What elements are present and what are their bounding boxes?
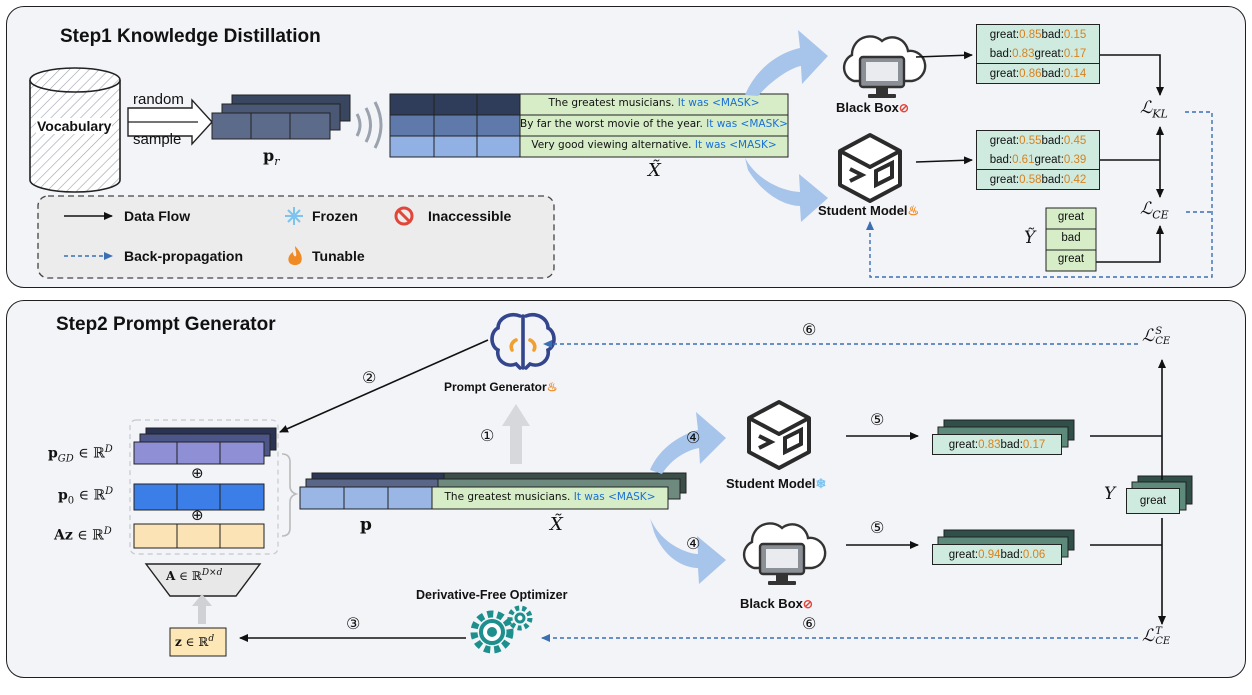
sentence-1: The greatest musicians. It was <MASK> xyxy=(548,97,760,109)
az-label: Az ∈ ℝD xyxy=(54,526,112,544)
input-grid-step1 xyxy=(389,93,789,158)
step-6-marker-a: ⑥ xyxy=(802,320,817,339)
tunable-icon: ♨ xyxy=(907,203,920,218)
tunable-icon: ♨ xyxy=(546,380,558,394)
z-label: z ∈ ℝd xyxy=(175,634,215,649)
step-6-marker-b: ⑥ xyxy=(802,614,817,633)
gray-up-arrow xyxy=(502,404,530,464)
loss-kl: ℒKL xyxy=(1140,98,1168,121)
black-box-icon-2 xyxy=(742,522,827,585)
bb-output-row-1: great:0.85 bad:0.15 xyxy=(976,24,1100,45)
label-great-2: great xyxy=(1057,253,1085,265)
prompt-embedding-pr xyxy=(211,94,351,140)
legend-box xyxy=(37,195,555,279)
label-stack xyxy=(1045,207,1097,272)
pgd-stack xyxy=(133,427,277,465)
legend-data-flow: Data Flow xyxy=(124,208,191,224)
student-model-icon-2 xyxy=(747,400,811,470)
a-matrix-label: A ∈ ℝD×d xyxy=(166,568,223,583)
legend-frozen: Frozen xyxy=(312,208,358,224)
step-5-marker-b: ⑤ xyxy=(870,518,885,537)
y-tilde-step1: Ỹ xyxy=(1024,228,1036,248)
legend-backprop: Back-propagation xyxy=(124,248,244,264)
step-5-marker-a: ⑤ xyxy=(870,410,885,429)
step-4-marker-b: ④ xyxy=(686,534,701,553)
big-arrow-to-blackbox xyxy=(745,30,828,96)
student-model-icon xyxy=(838,133,902,203)
bb-output-row-3: great:0.86 bad:0.14 xyxy=(976,64,1100,84)
sentence-3: Very good viewing alternative. It was <M… xyxy=(531,139,777,151)
sentence-2: By far the worst movie of the year. It w… xyxy=(520,118,788,130)
black-box-icon xyxy=(842,35,927,98)
x-tilde-step1: X̃ xyxy=(648,160,661,181)
signal-waves xyxy=(355,101,383,149)
prompt-generator-icon xyxy=(490,312,556,370)
x-tilde-step2: X̃ xyxy=(550,514,563,535)
black-box-label-2: Black Box⊘ xyxy=(740,596,813,611)
inaccessible-icon: ⊘ xyxy=(898,101,909,115)
a-matrix xyxy=(144,563,262,597)
student-model-label-2: Student Model❄ xyxy=(726,476,827,491)
frozen-icon xyxy=(285,207,303,225)
step1-title: Step1 Knowledge Distillation xyxy=(60,26,321,47)
pr-label: pr xyxy=(263,146,280,169)
vocabulary-cylinder xyxy=(29,67,121,193)
legend-tunable: Tunable xyxy=(312,248,365,264)
z-vector xyxy=(169,627,227,657)
y-value-box: great xyxy=(1126,488,1180,514)
student-output-row-3: great:0.58 bad:0.42 xyxy=(976,170,1100,190)
step2-title: Step2 Prompt Generator xyxy=(56,314,276,335)
p0-bar xyxy=(133,483,265,511)
y-label: Y xyxy=(1104,484,1116,504)
p0-label: p0 ∈ ℝD xyxy=(58,486,114,507)
step-3-marker: ③ xyxy=(346,614,361,633)
step-2-marker: ② xyxy=(362,368,377,387)
sample-label: sample xyxy=(133,131,182,148)
loss-ce: ℒCE xyxy=(1140,199,1169,222)
vocabulary-label: Vocabulary xyxy=(36,118,113,134)
legend-inaccessible: Inaccessible xyxy=(428,208,512,224)
random-label: random xyxy=(133,91,184,108)
plus-2: ⊕ xyxy=(191,506,204,524)
bb-output-row-2: bad:0.83 great:0.17 xyxy=(976,44,1100,64)
student-output-step2: great:0.83 bad:0.17 xyxy=(932,434,1062,455)
plus-1: ⊕ xyxy=(191,464,204,482)
prompt-generator-label: Prompt Generator♨ xyxy=(444,380,558,394)
inaccessible-icon xyxy=(394,206,414,226)
student-output-row-1: great:0.55 bad:0.45 xyxy=(976,130,1100,151)
az-bar xyxy=(133,523,265,549)
dfo-label: Derivative-Free Optimizer xyxy=(416,588,568,602)
tunable-icon xyxy=(288,246,302,265)
student-output-row-2: bad:0.61 great:0.39 xyxy=(976,150,1100,170)
student-model-label: Student Model♨ xyxy=(818,203,920,218)
step-1-marker: ① xyxy=(480,426,495,445)
label-great-1: great xyxy=(1057,211,1085,223)
frozen-icon: ❄ xyxy=(815,476,827,491)
sentence-step2: The greatest musicians. It was <MASK> xyxy=(444,491,656,503)
blackbox-output-step2: great:0.94 bad:0.06 xyxy=(932,544,1062,565)
step-4-marker-a: ④ xyxy=(686,428,701,447)
p-label-step2: p xyxy=(360,515,372,535)
optimizer-gear-icon xyxy=(470,610,514,654)
black-box-label: Black Box⊘ xyxy=(836,100,909,115)
label-bad: bad xyxy=(1061,232,1081,244)
p-stack xyxy=(299,472,687,510)
pgd-label: pGD ∈ ℝD xyxy=(48,444,113,465)
inaccessible-icon: ⊘ xyxy=(802,597,813,611)
big-arrow-to-student xyxy=(745,158,828,222)
